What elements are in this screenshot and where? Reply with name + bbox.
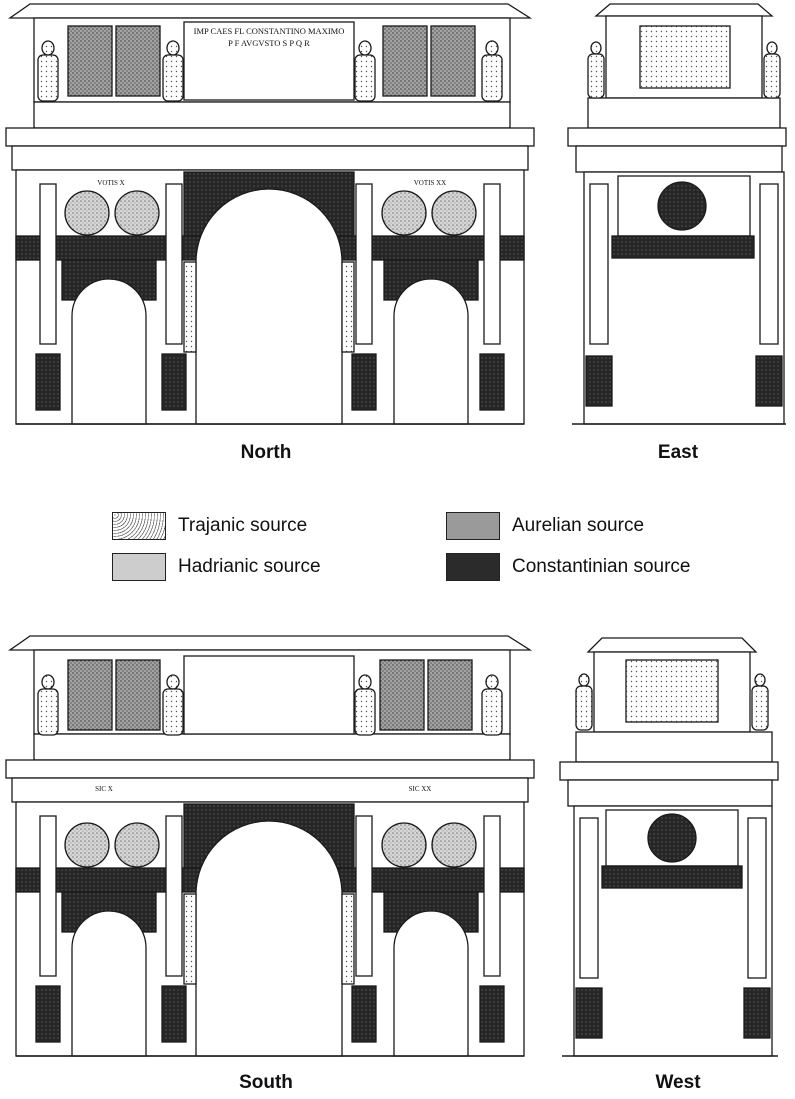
- south-trajanic-panel: [183, 893, 197, 985]
- north-aurelian-panel: [382, 25, 428, 97]
- north-side-arch: [71, 278, 147, 425]
- south-aurelian-panel: [67, 659, 113, 731]
- west-elevation: [559, 637, 779, 1057]
- south-cornice: [5, 759, 535, 779]
- north-votis-left: VOTIS X: [97, 179, 124, 187]
- east-frieze: [575, 145, 783, 173]
- east-constantinian-band: [611, 235, 755, 259]
- west-cornice: [559, 761, 779, 781]
- south-side-arch: [393, 910, 469, 1057]
- west-attic-base: [575, 731, 773, 763]
- north-hadrianic-roundel: [64, 190, 110, 236]
- constantinian-swatch: [446, 553, 500, 581]
- south-aurelian-panel: [427, 659, 473, 731]
- east-columns: [589, 183, 779, 345]
- north-inscription-line2: P F AVGVSTO S P Q R: [228, 38, 310, 48]
- east-statue: [587, 41, 781, 99]
- legend-item-constantinian: Constantinian source: [446, 553, 691, 581]
- west-columns: [579, 817, 767, 979]
- south-central-arch: [195, 820, 343, 1057]
- west-label: West: [655, 1072, 701, 1093]
- north-attic-base: [33, 101, 511, 129]
- west-statue: [575, 673, 769, 731]
- south-aurelian-panel: [379, 659, 425, 731]
- south-hadrianic-roundel: [431, 822, 477, 868]
- south-frieze: [11, 777, 529, 803]
- north-hadrianic-roundel: [381, 190, 427, 236]
- legend-label-trajanic: Trajanic source: [178, 515, 308, 536]
- south-sic-right: SIC XX: [409, 785, 432, 793]
- south-sic-left: SIC X: [95, 785, 113, 793]
- east-attic-base: [587, 97, 781, 129]
- east-attic-cornice: [594, 3, 774, 17]
- north-side-arch: [393, 278, 469, 425]
- legend-item-hadrianic: Hadrianic source: [112, 553, 321, 581]
- legend-item-trajanic: Trajanic source: [112, 512, 307, 540]
- north-frieze: [11, 145, 529, 171]
- north-columns: [39, 183, 501, 345]
- south-label: South: [239, 1072, 293, 1093]
- south-columns: [39, 815, 501, 977]
- legend-label-aurelian: Aurelian source: [512, 515, 645, 536]
- south-attic-cornice: [7, 635, 533, 651]
- north-aurelian-panel: [67, 25, 113, 97]
- south-constantinian-pedestal: [35, 985, 505, 1043]
- south-side-arch: [71, 910, 147, 1057]
- east-constantinian-roundel: [657, 181, 707, 231]
- legend-label-constantinian: Constantinian source: [512, 556, 691, 577]
- east-elevation: [567, 3, 787, 425]
- north-statue: [37, 40, 503, 102]
- north-aurelian-panel: [115, 25, 161, 97]
- north-aurelian-panel: [430, 25, 476, 97]
- west-trajanic-panel: [625, 659, 719, 723]
- east-constantinian-pedestal: [585, 355, 783, 407]
- south-elevation: SIC X SIC XX: [5, 635, 535, 1057]
- west-frieze: [567, 779, 773, 807]
- north-label: North: [240, 442, 292, 463]
- north-cornice: [5, 127, 535, 147]
- south-hadrianic-roundel: [64, 822, 110, 868]
- north-attic-cornice: [7, 3, 533, 19]
- aurelian-swatch: [446, 512, 500, 540]
- south-aurelian-panel: [115, 659, 161, 731]
- east-cornice: [567, 127, 787, 147]
- north-inscription-line1: IMP CAES FL CONSTANTINO MAXIMO: [194, 26, 345, 36]
- north-hadrianic-roundel: [114, 190, 160, 236]
- west-constantinian-pedestal: [575, 987, 771, 1039]
- south-hadrianic-roundel: [114, 822, 160, 868]
- legend-label-hadrianic: Hadrianic source: [178, 556, 321, 577]
- legend-item-aurelian: Aurelian source: [446, 512, 644, 540]
- trajanic-swatch: [112, 512, 166, 540]
- north-trajanic-panel: [183, 261, 197, 353]
- south-statue: [37, 674, 503, 736]
- north-trajanic-panel: [341, 261, 355, 353]
- north-hadrianic-roundel: [431, 190, 477, 236]
- hadrianic-swatch: [112, 553, 166, 581]
- west-constantinian-roundel: [647, 813, 697, 863]
- south-inscription-panel: [183, 655, 355, 735]
- north-central-arch: [195, 188, 343, 425]
- north-inscription-panel: [183, 21, 355, 101]
- south-trajanic-panel: [341, 893, 355, 985]
- west-attic-cornice: [586, 637, 758, 653]
- south-attic-base: [33, 733, 511, 761]
- north-elevation: IMP CAES FL CONSTANTINO MAXIMO P F AVGVS…: [5, 3, 535, 425]
- north-constantinian-pedestal: [35, 353, 505, 411]
- west-constantinian-band: [601, 865, 743, 889]
- east-trajanic-panel: [639, 25, 731, 89]
- south-hadrianic-roundel: [381, 822, 427, 868]
- north-votis-right: VOTIS XX: [414, 179, 446, 187]
- east-label: East: [657, 442, 699, 463]
